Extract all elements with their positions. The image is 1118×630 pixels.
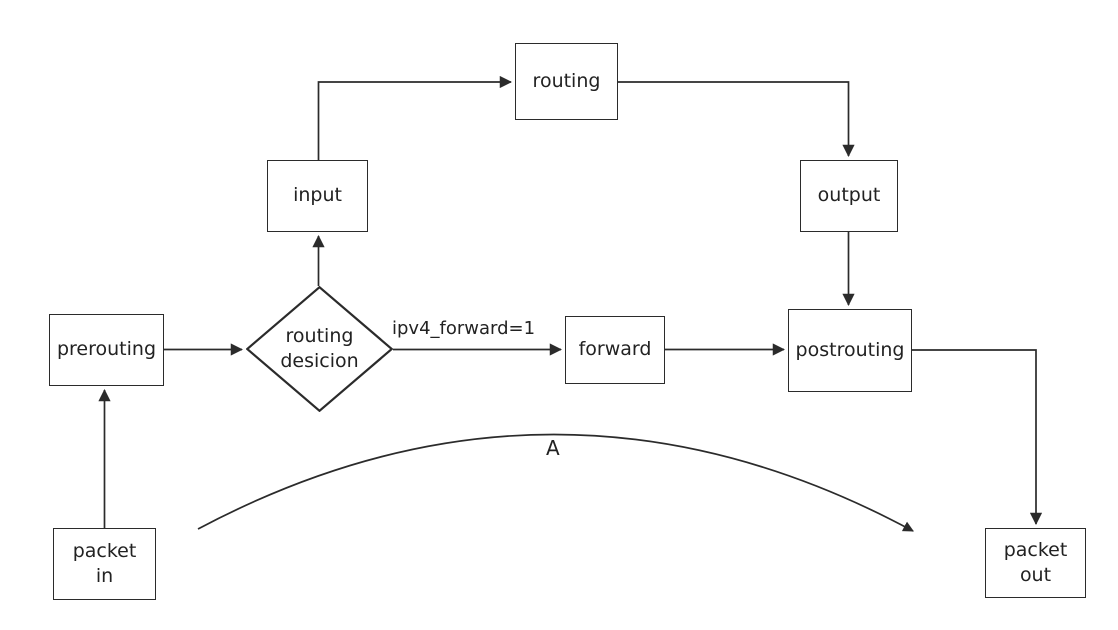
node-forward[interactable]: forward [565, 316, 665, 384]
node-routing-decision[interactable]: routing desicion [246, 286, 393, 412]
node-prerouting-label: prerouting [56, 338, 157, 361]
node-prerouting[interactable]: prerouting [49, 314, 164, 386]
node-postrouting[interactable]: postrouting [788, 309, 912, 392]
edge-label-arc-a: A [546, 436, 560, 460]
edge-routing-output [618, 81, 855, 157]
node-output[interactable]: output [800, 160, 898, 232]
edge-input-routing [317, 75, 512, 160]
edge-postrouting-packetout [912, 349, 1043, 525]
node-input[interactable]: input [267, 160, 368, 232]
edge-label-ipv4-forward: ipv4_forward=1 [392, 318, 536, 339]
diamond-shape-icon [246, 286, 393, 412]
node-routing[interactable]: routing [515, 43, 618, 120]
node-output-label: output [817, 184, 881, 207]
node-input-label: input [293, 184, 342, 207]
node-packet-out[interactable]: packet out [985, 528, 1086, 598]
node-forward-label: forward [578, 338, 652, 361]
node-routing-decision-label: routing desicion [280, 325, 359, 372]
node-packet-in-label: packet in [72, 539, 137, 587]
node-packet-out-label: packet out [1003, 538, 1068, 586]
node-postrouting-label: postrouting [795, 338, 905, 361]
node-routing-label: routing [532, 69, 601, 92]
node-packet-in[interactable]: packet in [53, 528, 156, 600]
